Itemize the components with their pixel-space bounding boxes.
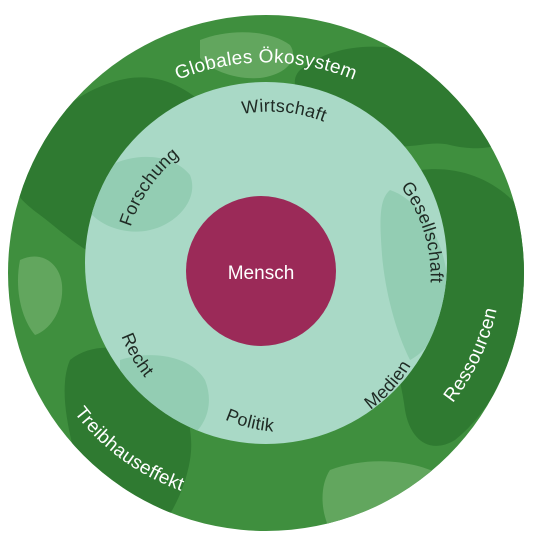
continent-greenland — [200, 32, 294, 79]
middle-ring-land-tint — [85, 156, 447, 440]
middle-land-shape-right — [380, 190, 447, 360]
core: Mensch — [186, 196, 336, 346]
middle-land-shape-bottom — [120, 355, 209, 440]
core-label: Mensch — [228, 263, 295, 284]
continent-highlight-west — [17, 256, 63, 335]
core-circle — [186, 196, 336, 346]
middle-land-shape-left — [85, 156, 193, 232]
continent-highlight-south — [322, 461, 450, 530]
